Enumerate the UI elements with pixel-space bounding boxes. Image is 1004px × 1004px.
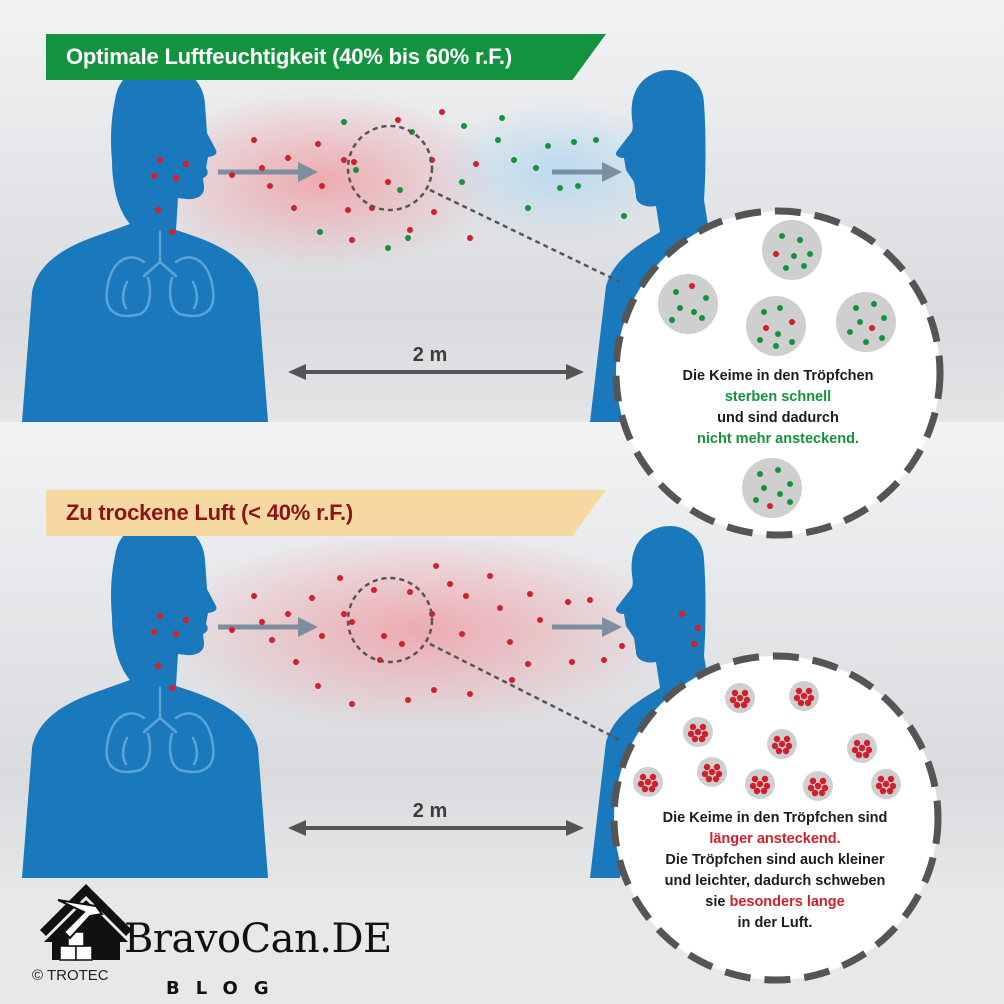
speaker-mouth-droplets	[150, 156, 190, 236]
droplet-healthy-2	[658, 274, 718, 334]
distance-arrow-dry	[288, 820, 584, 836]
healthy-caption-line-3: und sind dadurch	[717, 410, 839, 426]
dry-caption-line-5-highlight: besonders lange	[729, 894, 845, 910]
distance-label-dry: 2 m	[412, 800, 448, 822]
infectious-droplets-dry	[229, 563, 625, 707]
optimal-humidity-banner: Optimale Luftfeuchtigkeit (40% bis 60% r…	[46, 34, 606, 80]
small-droplet	[725, 683, 755, 713]
red-haze	[140, 90, 500, 270]
speaker-mouth-droplets-dry	[150, 610, 702, 692]
infectious-droplets	[229, 109, 479, 243]
healthy-caption-line-2: sterben schnell	[724, 389, 832, 405]
distance-label: 2 m	[412, 344, 448, 366]
healthy-caption-line-1: Die Keime in den Tröpfchen	[682, 368, 874, 384]
dry-caption-line-5: sie besonders lange	[630, 892, 920, 913]
dry-caption-line-5-prefix: sie	[705, 894, 730, 910]
small-droplet	[745, 769, 775, 799]
flow-arrow-left-dry	[218, 617, 318, 637]
copyright-notice: © TROTEC	[32, 967, 109, 984]
bottom-panel	[20, 518, 942, 984]
logo-house-icon	[40, 884, 132, 961]
small-droplet	[871, 769, 901, 799]
distance-arrow	[288, 364, 584, 380]
zoom-circle-dry	[346, 576, 434, 664]
zoom-circle	[346, 124, 434, 212]
flow-arrow-left	[218, 162, 318, 182]
inactivated-droplets	[317, 115, 627, 251]
healthy-caption-line-4: nicht mehr ansteckend.	[697, 431, 859, 447]
droplet-healthy-3	[746, 296, 806, 356]
dry-caption-line-1: Die Keime in den Tröpfchen sind	[662, 810, 888, 826]
dry-caption: Die Keime in den Tröpfchen sind länger a…	[630, 808, 920, 934]
small-droplet	[767, 729, 797, 759]
logo-subtitle: BLOG	[166, 978, 285, 999]
small-droplet	[847, 733, 877, 763]
small-droplet	[683, 717, 713, 747]
small-droplet	[633, 767, 663, 797]
dry-air-banner: Zu trockene Luft (< 40% r.F.)	[46, 490, 606, 536]
red-haze-wide	[160, 530, 680, 730]
flow-arrow-right-dry	[552, 617, 622, 637]
logo-wordmark: BravoCan.DE	[124, 916, 392, 962]
top-panel	[20, 62, 944, 539]
dry-caption-line-3: Die Tröpfchen sind auch kleiner	[665, 852, 885, 868]
dry-caption-line-2: länger ansteckend.	[709, 831, 841, 847]
droplet-healthy-1	[762, 220, 822, 280]
small-droplet	[789, 681, 819, 711]
flow-arrow-right	[552, 162, 622, 182]
zoom-leader-line	[429, 188, 621, 284]
small-droplet	[697, 757, 727, 787]
receiver-silhouette	[590, 70, 712, 422]
droplet-healthy-5	[742, 458, 802, 518]
dry-caption-line-4: und leichter, dadurch schweben	[664, 873, 886, 889]
droplet-healthy-4	[836, 292, 896, 352]
small-droplets	[633, 681, 901, 801]
dry-caption-line-6: in der Luft.	[737, 915, 813, 931]
small-droplet	[803, 771, 833, 801]
healthy-caption: Die Keime in den Tröpfchen sterben schne…	[640, 366, 916, 450]
